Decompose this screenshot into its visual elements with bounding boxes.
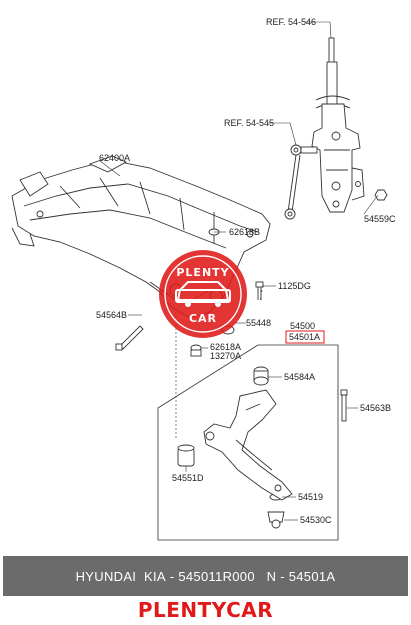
footer-part-number: 545011R000 [178, 568, 255, 584]
label-54559C: 54559C [364, 214, 396, 224]
part-number-bar: HYUNDAI KIA - 545011R000 N - 54501A [3, 556, 408, 596]
label-54500: 54500 [290, 321, 315, 331]
brand-caption: PLENTYCAR [137, 598, 274, 622]
parts-diagram: REF. 54-546 REF. 54-545 62400A 62618B 11… [11, 17, 396, 541]
hardware [115, 189, 388, 529]
label-62618B: 62618B [229, 227, 260, 237]
label-54563B: 54563B [360, 403, 391, 413]
label-62400A: 62400A [99, 153, 130, 163]
label-54564B: 54564B [96, 310, 127, 320]
leader-lines [99, 21, 379, 521]
footer-ref-number: 54501A [288, 568, 336, 584]
lower-control-arm [203, 389, 293, 501]
stabilizer-link [284, 144, 318, 220]
label-54584A: 54584A [284, 372, 315, 382]
watermark-bottom-text: CAR [189, 312, 217, 325]
label-62618A: 62618A [210, 342, 241, 352]
label-1125DG: 1125DG [278, 281, 311, 291]
watermark-top-text: PLENTY [176, 266, 229, 279]
label-55448: 55448 [246, 318, 271, 328]
footer-brand: HYUNDAI KIA [75, 568, 166, 584]
footer-sep-1: - [165, 568, 179, 584]
watermark-logo: PLENTY CAR [159, 250, 247, 338]
label-13270A: 13270A [210, 351, 241, 361]
label-54551D: 54551D [172, 473, 204, 483]
assembly-bracket [157, 330, 339, 541]
label-ref-54-546: REF. 54-546 [266, 17, 316, 27]
label-54501A: 54501A [289, 332, 320, 342]
highlight-box-54501A [285, 330, 325, 344]
label-54530C: 54530C [300, 515, 332, 525]
footer-sep-2: N - [254, 568, 289, 584]
strut-assembly [311, 37, 365, 213]
label-ref-54-545: REF. 54-545 [224, 118, 274, 128]
label-54519: 54519 [298, 492, 323, 502]
